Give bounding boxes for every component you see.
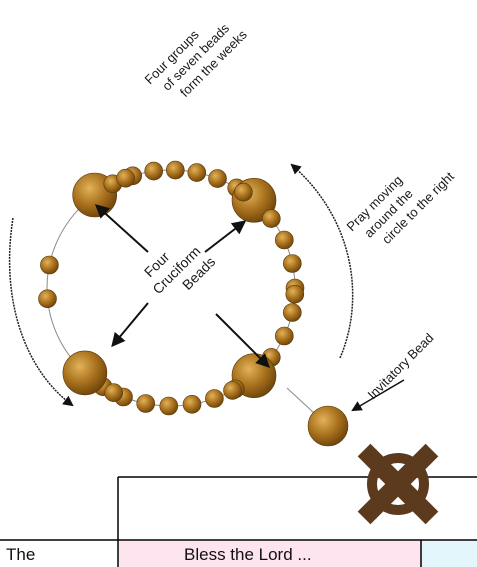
week-bead xyxy=(105,384,123,402)
week-bead xyxy=(183,395,201,413)
week-bead xyxy=(224,381,242,399)
week-bead xyxy=(160,397,178,415)
left-curved-arrow xyxy=(10,218,72,405)
week-bead xyxy=(205,390,223,408)
week-bead xyxy=(39,290,57,308)
week-bead xyxy=(283,255,301,273)
invitatory-bead xyxy=(308,406,348,446)
cruciform-bead xyxy=(63,351,107,395)
arrow-upper-right xyxy=(205,222,244,252)
arrow-lower-left xyxy=(113,303,148,345)
week-bead xyxy=(166,161,184,179)
week-bead xyxy=(209,170,227,188)
week-bead xyxy=(283,304,301,322)
pink-cell xyxy=(119,541,421,567)
week-bead xyxy=(188,164,206,182)
week-bead xyxy=(275,231,293,249)
cyan-cell xyxy=(421,541,477,567)
week-bead xyxy=(234,183,252,201)
week-bead xyxy=(145,162,163,180)
label-four-groups: Four groups of seven beads form the week… xyxy=(142,3,251,112)
week-bead xyxy=(286,285,304,303)
beads xyxy=(39,161,349,446)
label-invitatory: Invitatory Bead xyxy=(365,330,437,402)
week-bead xyxy=(137,395,155,413)
week-bead xyxy=(40,256,58,274)
week-bead xyxy=(275,327,293,345)
week-bead xyxy=(262,210,280,228)
invitatory-label: Invitatory Bead xyxy=(365,330,437,402)
label-pray-moving: Pray moving around the circle to the rig… xyxy=(344,144,458,258)
week-bead xyxy=(117,169,135,187)
cross-icon xyxy=(330,416,466,552)
label-cruciform: Four Cruciform Beads xyxy=(137,228,219,310)
arrow-upper-left xyxy=(97,206,148,252)
